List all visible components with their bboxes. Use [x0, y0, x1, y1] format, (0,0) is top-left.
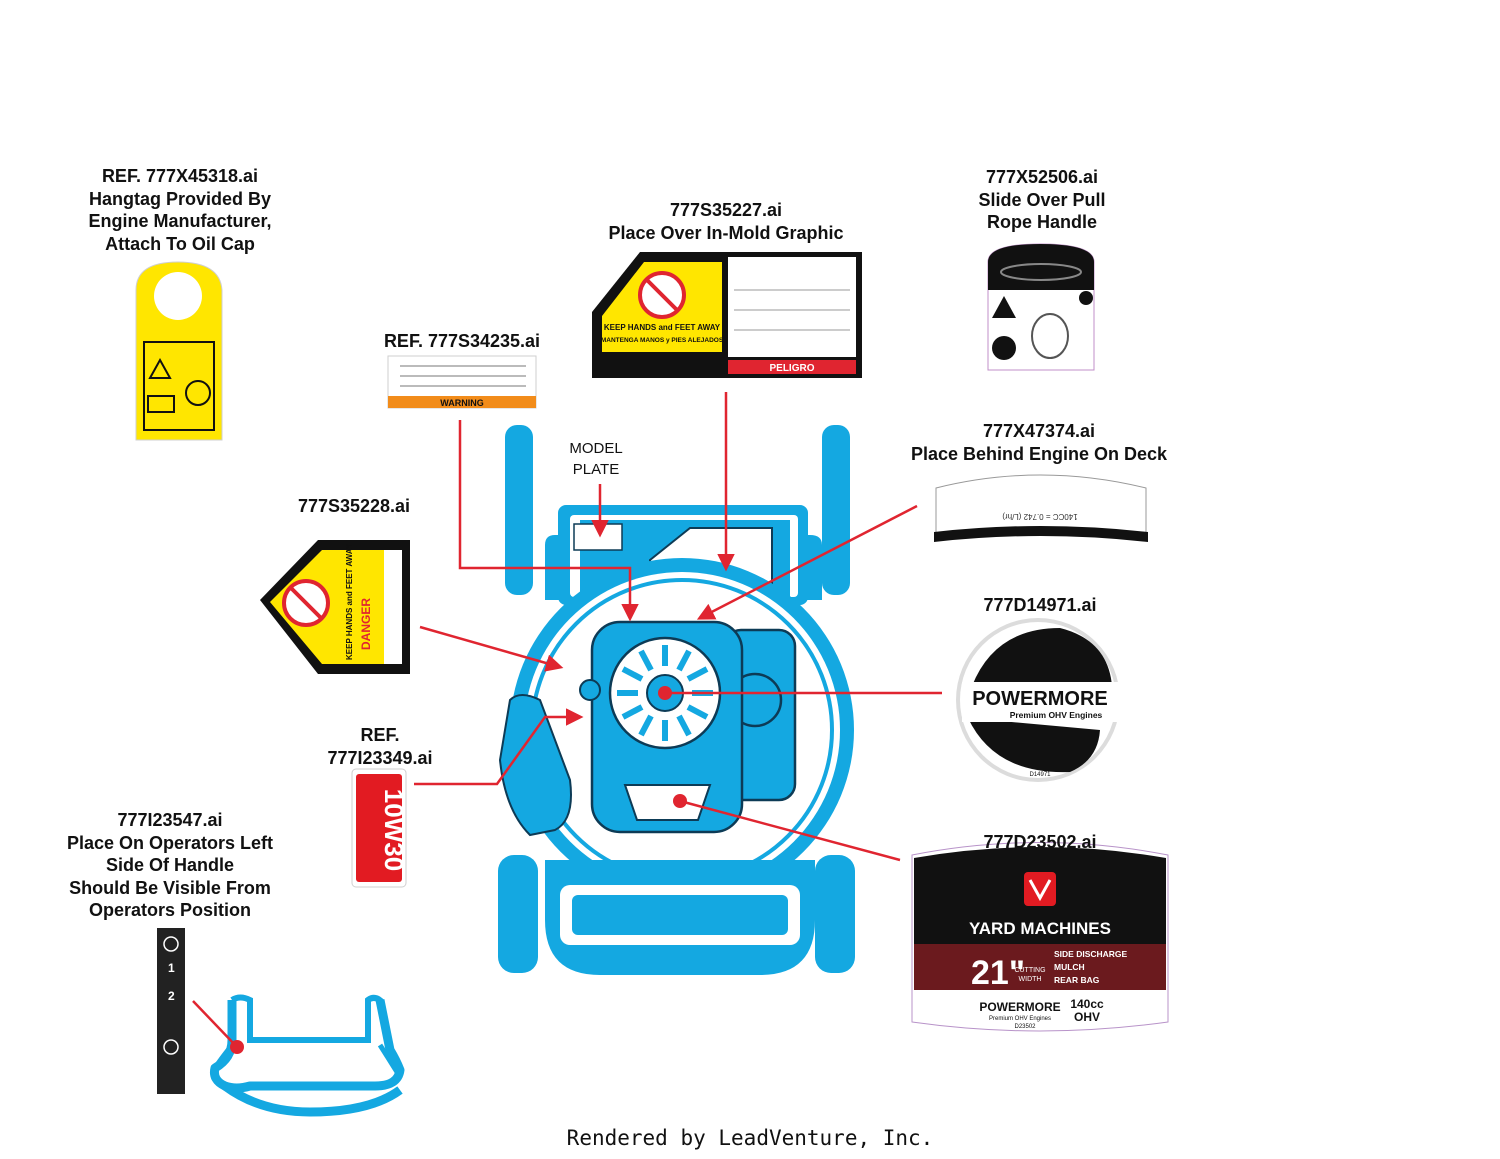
yard-size-text: 21" — [971, 954, 1025, 992]
warning-triangle-icon — [992, 296, 1016, 318]
oil-ref-prefix: REF. — [360, 725, 400, 745]
pull-rope-decal — [987, 243, 1095, 371]
operator-caption: 777I23547.ai Place On Operators Left Sid… — [50, 809, 290, 922]
oil-grade-text: 10W30 — [379, 789, 409, 871]
rear-bag-text: REAR BAG — [1054, 975, 1100, 985]
operator-line-5: Operators Position — [88, 900, 252, 920]
width-text: WIDTH — [1019, 976, 1042, 983]
deck-ref: 777X47374.ai — [982, 421, 1096, 441]
operator-mark-1: 1 — [168, 961, 175, 975]
danger-small-caption: 777S35228.ai — [274, 495, 434, 518]
oil-decal — [351, 768, 407, 888]
deck-decal — [934, 474, 1148, 542]
danger-keep-hands: KEEP HANDS and FEET AWAY — [604, 323, 721, 332]
danger-label: PELIGRO — [769, 363, 814, 374]
danger-small-keep: KEEP HANDS and FEET AWAY — [345, 543, 354, 660]
mower-handle — [210, 994, 405, 1117]
model-plate-line-1: MODEL — [569, 440, 623, 457]
engine-ohv-text: OHV — [1074, 1010, 1100, 1024]
danger-small-word: DANGER — [359, 598, 373, 650]
engine-cc-text: 140cc — [1070, 997, 1104, 1011]
warning-decal — [387, 355, 537, 409]
pullrope-line-3: Rope Handle — [986, 212, 1097, 232]
powermore-brand-text: POWERMORE — [972, 688, 1108, 710]
operator-mark-2: 2 — [168, 989, 175, 1003]
powermore-decal — [956, 618, 1122, 782]
powermore-caption: 777D14971.ai — [960, 594, 1120, 617]
operator-line-3: Side Of Handle — [105, 855, 235, 875]
alert-icon — [1079, 291, 1093, 305]
danger-small-ref: 777S35228.ai — [297, 496, 411, 516]
pullrope-line-2: Slide Over Pull — [978, 189, 1106, 210]
warning-header-text: WARNING — [440, 398, 484, 408]
engine-icon — [163, 936, 179, 952]
warning-ref: REF. 777S34235.ai — [383, 331, 541, 351]
footer-credit: Rendered by LeadVenture, Inc. — [566, 1126, 934, 1150]
hangtag-line-3: Engine Manufacturer, — [88, 211, 272, 231]
warning-triangle-icon — [148, 357, 172, 379]
callout-dots — [230, 686, 687, 1054]
decal-text: WARNING PELIGRO KEEP HANDS and FEET AWAY… — [168, 323, 1128, 1030]
read-manual-icon — [992, 336, 1016, 360]
mower-top-view — [498, 425, 855, 975]
operator-line-4: Should Be Visible From — [69, 877, 271, 898]
inmold-line-2: Place Over In-Mold Graphic — [608, 222, 844, 243]
mulch-text: MULCH — [1054, 962, 1085, 972]
hangtag-decal — [135, 261, 223, 441]
deck-line-2: Place Behind Engine On Deck — [910, 443, 1168, 464]
operator-control-decal — [157, 928, 185, 1094]
hangtag-ref: REF. 777X45318.ai — [101, 166, 259, 186]
hangtag-line-4: Attach To Oil Cap — [105, 233, 255, 254]
ym-logo-icon — [1024, 872, 1056, 906]
deck-decal-text: 140CC = 0.742 (L/hr) — [1002, 512, 1078, 521]
side-discharge-text: SIDE DISCHARGE — [1054, 949, 1128, 959]
yard-brand-text: YARD MACHINES — [969, 919, 1111, 938]
yardmachines-ref: 777D23502.ai — [983, 832, 1097, 852]
deck-caption: 777X47374.ai Place Behind Engine On Deck — [888, 420, 1190, 465]
yard-machines-decal — [911, 842, 1169, 1032]
hangtag-caption: REF. 777X45318.ai Hangtag Provided By En… — [60, 165, 300, 255]
yard-code-text: D23502 — [1014, 1024, 1036, 1030]
danger-mantenga: MANTENGA MANOS y PIES ALEJADOS — [601, 337, 724, 344]
inmold-caption: 777S35227.ai Place Over In-Mold Graphic — [586, 199, 866, 244]
gear-cutout-icon — [154, 272, 202, 320]
oil-ref: 777I23349.ai — [327, 747, 433, 768]
hangtag-line-2: Hangtag Provided By — [88, 188, 272, 209]
stop-icon — [163, 1039, 179, 1055]
oil-caption: REF. 777I23349.ai — [310, 724, 450, 769]
model-plate-line-2: PLATE — [572, 461, 620, 478]
inmold-ref: 777S35227.ai — [669, 200, 783, 220]
cutting-text: CUTTING — [1014, 967, 1045, 974]
yardmachines-caption: 777D23502.ai — [960, 831, 1120, 854]
manual-book-icon — [147, 395, 175, 413]
warning-caption: REF. 777S34235.ai — [362, 330, 562, 353]
model-plate-label: MODEL PLATE — [546, 438, 646, 480]
yard-powermore-sub: Premium OHV Engines — [989, 1016, 1051, 1022]
powermore-ref: 777D14971.ai — [983, 595, 1097, 615]
yard-powermore-text: POWERMORE — [979, 1000, 1060, 1014]
pullrope-ref: 777X52506.ai — [985, 167, 1099, 187]
powermore-sub-text: Premium OHV Engines — [1010, 710, 1103, 720]
callout-lines — [192, 392, 942, 1048]
operator-line-2: Place On Operators Left — [66, 832, 274, 853]
powermore-code-text: D14971 — [1029, 772, 1051, 778]
operator-ref: 777I23547.ai — [117, 810, 223, 830]
danger-decal-small — [260, 540, 410, 674]
oil-cap-icon — [185, 380, 211, 406]
danger-decal-large — [592, 252, 862, 378]
pullrope-caption: 777X52506.ai Slide Over Pull Rope Handle — [942, 166, 1142, 234]
